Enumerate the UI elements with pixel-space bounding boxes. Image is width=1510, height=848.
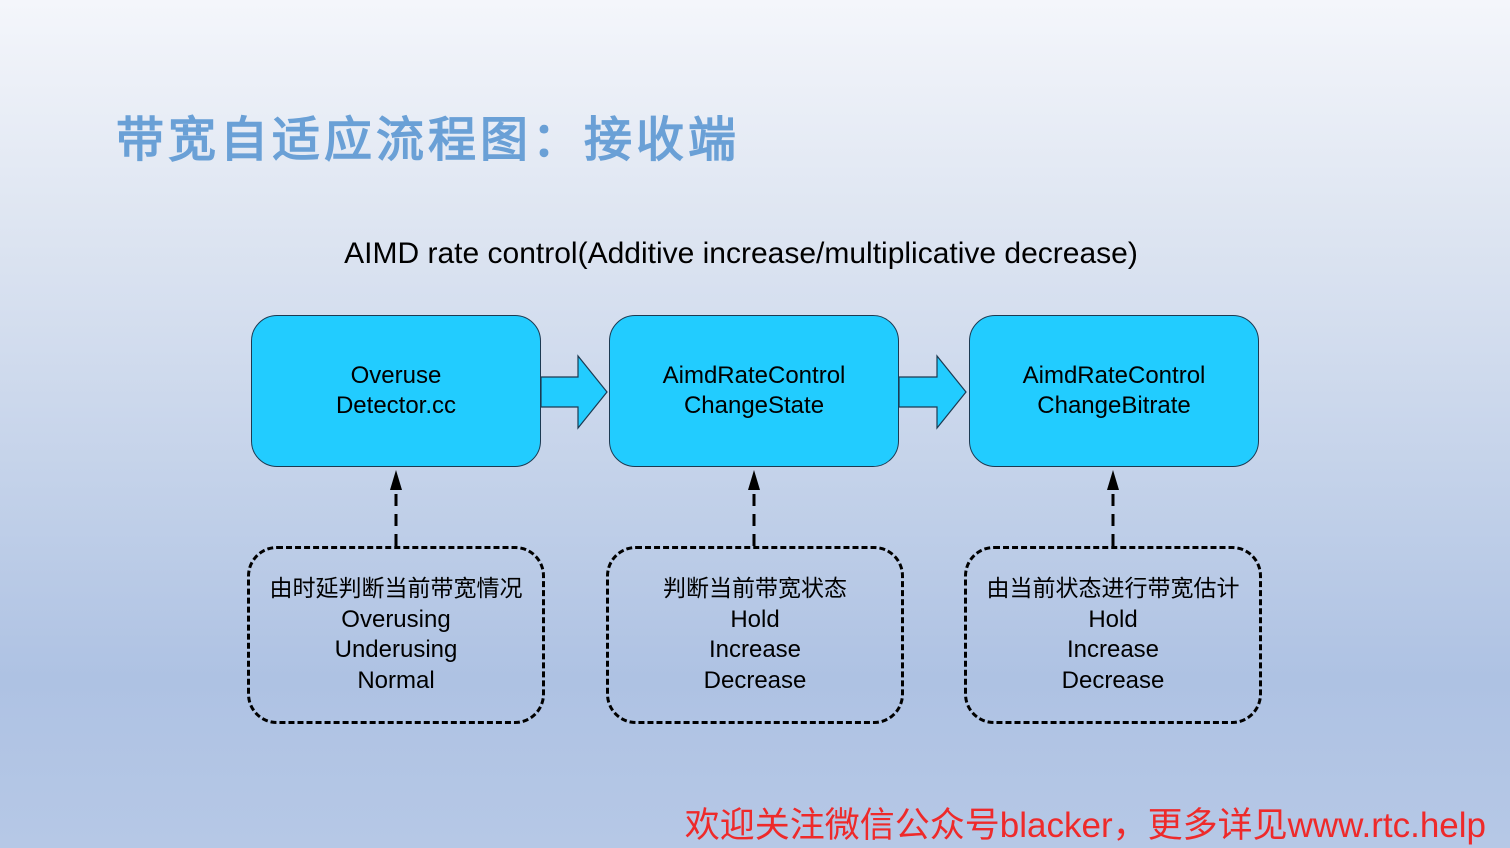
process-box-line: AimdRateControl — [662, 362, 846, 389]
flow-arrow-2 — [898, 354, 967, 430]
dashed-arrow-1 — [390, 470, 402, 546]
note-item: Increase — [1066, 636, 1160, 663]
note-heading: 判断当前带宽状态 — [663, 576, 847, 602]
note-item: Decrease — [703, 666, 807, 694]
note-item: Increase — [708, 636, 802, 663]
note-box-bandwidth-usage: 由时延判断当前带宽情况 Overusing Underusing Normal — [247, 546, 545, 724]
process-box-overuse-detector: Overuse Detector.cc — [251, 315, 541, 467]
slide-title: 带宽自适应流程图：接收端 — [116, 112, 741, 168]
note-box-bandwidth-estimate: 由当前状态进行带宽估计 Hold Increase Decrease — [964, 546, 1262, 724]
process-box-change-bitrate: AimdRateControl ChangeBitrate — [969, 315, 1259, 467]
note-item: Normal — [357, 666, 435, 694]
process-box-line: AimdRateControl — [1022, 362, 1206, 389]
note-item: Hold — [730, 605, 780, 633]
process-box-line: Overuse — [350, 362, 442, 389]
flow-arrow-1 — [540, 354, 608, 430]
diagram-subtitle: AIMD rate control(Additive increase/mult… — [344, 237, 1138, 270]
footer-watermark: 欢迎关注微信公众号blacker，更多详见www.rtc.help — [684, 806, 1486, 845]
note-item: Hold — [1088, 605, 1138, 633]
process-box-line: ChangeBitrate — [1037, 392, 1191, 419]
note-box-bandwidth-state: 判断当前带宽状态 Hold Increase Decrease — [606, 546, 904, 724]
dashed-arrow-2 — [748, 470, 760, 546]
process-box-line: ChangeState — [683, 392, 825, 419]
dashed-arrow-3 — [1107, 470, 1119, 546]
process-box-change-state: AimdRateControl ChangeState — [609, 315, 899, 467]
note-heading: 由当前状态进行带宽估计 — [986, 576, 1240, 602]
note-item: Decrease — [1061, 666, 1165, 694]
process-box-line: Detector.cc — [335, 392, 457, 419]
note-item: Overusing — [341, 605, 451, 633]
note-item: Underusing — [334, 636, 458, 663]
note-heading: 由时延判断当前带宽情况 — [269, 576, 523, 602]
